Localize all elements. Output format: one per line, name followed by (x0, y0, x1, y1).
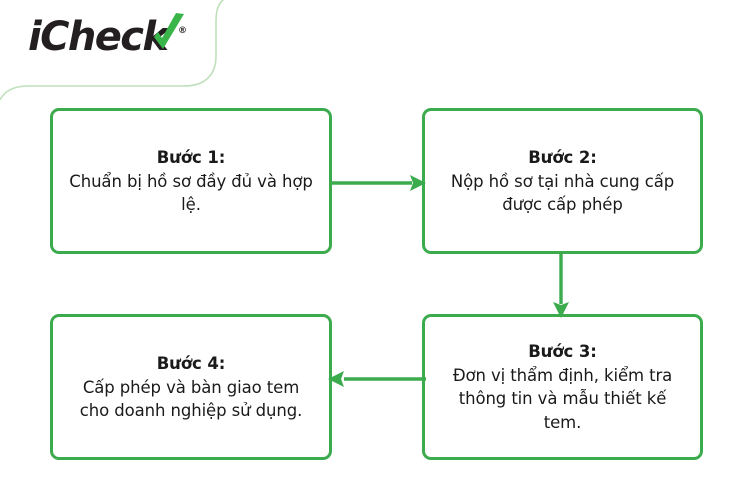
arrow-left-icon-step3-to-step4 (328, 371, 426, 387)
logo-wordmark: iCheck (28, 14, 169, 60)
flow-step-box-1: Bước 1: Chuẩn bị hồ sơ đầy đủ và hợp lệ. (50, 108, 332, 254)
registered-trademark-icon: ® (178, 26, 187, 36)
flow-step-box-3: Bước 3: Đơn vị thẩm định, kiểm tra thông… (422, 314, 703, 460)
logo: iCheck ® (28, 11, 193, 63)
flow-step-body: Nộp hồ sơ tại nhà cung cấp được cấp phép (450, 171, 675, 214)
flow-step-title: Bước 1: (156, 147, 226, 167)
arrow-right-icon-step1-to-step2 (330, 175, 426, 191)
flow-step-title: Bước 2: (528, 147, 597, 167)
flow-step-body: Cấp phép và bàn giao tem cho doanh nghiệ… (79, 377, 303, 420)
flow-step-title: Bước 3: (528, 341, 597, 361)
flow-step-body: Đơn vị thẩm định, kiểm tra thông tin và … (452, 365, 673, 432)
flow-step-box-4: Bước 4: Cấp phép và bàn giao tem cho doa… (50, 314, 332, 460)
arrow-down-icon-step2-to-step3 (553, 252, 569, 318)
flow-step-title: Bước 4: (156, 353, 226, 373)
flow-step-box-2: Bước 2: Nộp hồ sơ tại nhà cung cấp được … (422, 108, 703, 254)
check-mark-icon (154, 13, 184, 49)
flow-step-body: Chuẩn bị hồ sơ đầy đủ và hợp lệ. (69, 171, 313, 214)
